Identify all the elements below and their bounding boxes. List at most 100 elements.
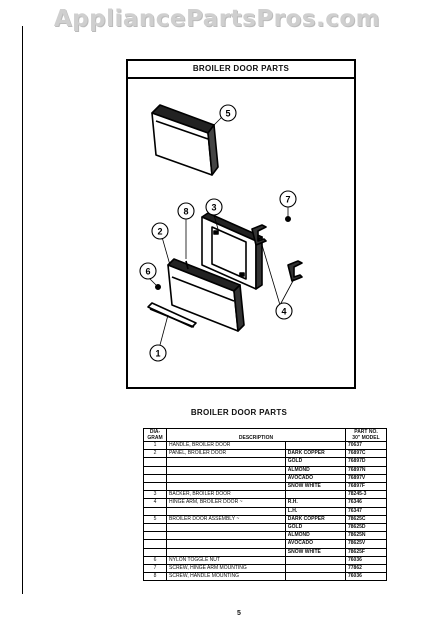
callout-2: 2: [157, 227, 162, 237]
part-backer: [201, 212, 263, 290]
row-part-number: 78625D: [345, 523, 387, 533]
row-variant: [284, 555, 347, 566]
row-part-number: 78625V: [345, 539, 387, 549]
callout-5: 5: [225, 109, 230, 119]
row-diagram-number: 7: [143, 564, 167, 574]
row-diagram-number: 4: [143, 498, 167, 508]
parts-table-header: DIA- GRAM DESCRIPTION PART NO. 30" MODEL: [143, 428, 387, 442]
row-description: HINGE ARM, BROILER DOOR ~: [166, 498, 286, 508]
row-variant: GOLD: [284, 523, 347, 533]
row-diagram-number: 5: [143, 514, 167, 525]
row-description: [166, 473, 286, 484]
row-diagram-number: [143, 531, 167, 541]
row-diagram-number: [143, 539, 167, 549]
row-description: PANEL, BROILER DOOR: [166, 449, 286, 459]
row-part-number: 70637: [345, 440, 387, 451]
row-description: BROILER DOOR ASSEMBLY ~: [166, 514, 286, 525]
header-description: DESCRIPTION: [166, 428, 346, 442]
row-part-number: 76897V: [345, 473, 387, 484]
row-diagram-number: 3: [143, 490, 167, 500]
document-page: BROILER DOOR PARTS: [22, 26, 415, 617]
row-description: [166, 482, 286, 492]
header-diagram: DIA- GRAM: [143, 428, 167, 442]
table-row: L.H.76347: [143, 506, 387, 516]
part-handle: [147, 302, 197, 328]
row-description: HANDLE, BROILER DOOR: [166, 440, 286, 451]
page-number: 5: [237, 610, 241, 617]
row-diagram-number: [143, 465, 167, 475]
row-diagram-number: [143, 506, 167, 516]
row-part-number: 78625C: [345, 514, 387, 525]
callout-1: 1: [155, 349, 160, 359]
row-description: NYLON TOGGLE NUT: [166, 555, 286, 566]
row-variant: AVOCADO: [284, 473, 347, 484]
row-variant: DARK COPPER: [284, 449, 347, 459]
row-part-number: 76036: [345, 555, 387, 566]
row-part-number: 77862: [345, 564, 387, 574]
row-variant: [284, 564, 347, 574]
row-part-number: 78625F: [345, 547, 387, 557]
row-variant: ALMOND: [284, 531, 347, 541]
row-diagram-number: [143, 547, 167, 557]
row-diagram-number: 6: [143, 555, 167, 566]
row-diagram-number: 1: [143, 440, 167, 451]
parts-table: DIA- GRAM DESCRIPTION PART NO. 30" MODEL…: [143, 428, 387, 582]
row-part-number: 76036: [345, 572, 387, 582]
watermark: AppliancePartsPros.com: [53, 6, 381, 32]
row-description: [166, 523, 286, 533]
row-part-number: 78625N: [345, 531, 387, 541]
row-description: [166, 531, 286, 541]
row-variant: AVOCADO: [284, 539, 347, 549]
row-diagram-number: [143, 457, 167, 467]
row-variant: ALMOND: [284, 465, 347, 475]
row-variant: DARK COPPER: [284, 514, 347, 525]
row-description: [166, 506, 286, 516]
row-variant: [284, 572, 347, 582]
callout-3: 3: [211, 203, 216, 213]
row-part-number: 76897N: [345, 465, 387, 475]
row-part-number: 76897D: [345, 457, 387, 467]
row-part-number: 76347: [345, 506, 387, 516]
row-description: [166, 457, 286, 467]
row-variant: SNOW WHITE: [284, 547, 347, 557]
row-variant: SNOW WHITE: [284, 482, 347, 492]
row-description: BACKER, BROILER DOOR: [166, 490, 286, 500]
callout-8: 8: [183, 207, 188, 217]
row-diagram-number: [143, 473, 167, 484]
row-variant: [284, 440, 347, 451]
row-variant: R.H.: [284, 498, 347, 508]
part-door-assembly: [151, 104, 219, 176]
part-door-panel: [167, 258, 245, 332]
row-part-number: 78245-3: [345, 490, 387, 500]
part-hinge-arms: [251, 224, 303, 282]
diagram-frame: BROILER DOOR PARTS: [126, 59, 356, 389]
row-description: [166, 465, 286, 475]
row-variant: GOLD: [284, 457, 347, 467]
exploded-parts-drawing: 5 8 3 7 2 6 4 1: [139, 104, 303, 362]
header-part-no: PART NO. 30" MODEL: [345, 428, 387, 442]
callout-4: 4: [281, 307, 286, 317]
row-diagram-number: [143, 482, 167, 492]
callout-7: 7: [285, 195, 290, 205]
row-description: SCREW, HINGE ARM MOUNTING: [166, 564, 286, 574]
diagram-title: BROILER DOOR PARTS: [128, 61, 354, 79]
row-description: SCREW, HANDLE MOUNTING: [166, 572, 286, 582]
row-diagram-number: 8: [143, 572, 167, 582]
